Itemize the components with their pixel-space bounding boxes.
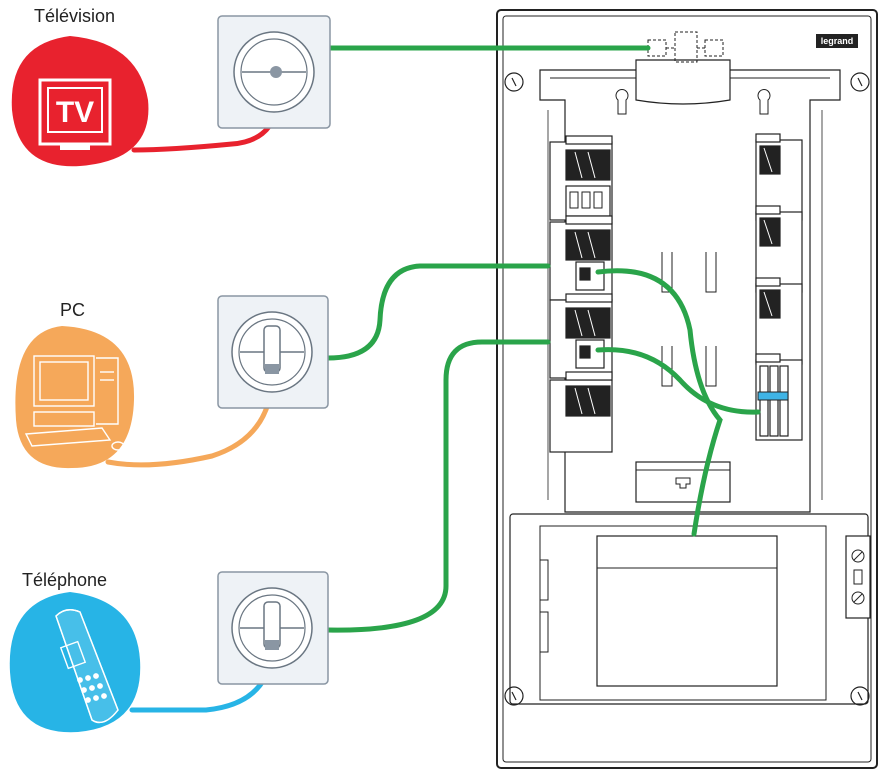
- pc-cable: [105, 379, 275, 468]
- module-column-right: [755, 133, 803, 441]
- computer-icon: [15, 326, 135, 469]
- tv-wall-socket: [217, 15, 331, 129]
- module-left-4: [549, 371, 613, 453]
- brand-logo: legrand: [816, 34, 858, 48]
- phone-network-cable: [325, 339, 551, 633]
- module-column-left: [549, 135, 613, 453]
- module-right-3: [755, 277, 803, 365]
- module-right-4-coax: [755, 353, 803, 441]
- television-label: Télévision: [34, 6, 115, 26]
- brand-logo-text: legrand: [821, 36, 854, 46]
- patch-cable-lower: [595, 347, 761, 415]
- phone-wall-socket: [217, 571, 329, 685]
- module-left-1: [549, 135, 613, 221]
- phone-icon: [9, 592, 141, 733]
- pc-wall-socket: [217, 295, 329, 409]
- tv-icon: TV: [11, 36, 149, 167]
- pc-network-cable: [325, 263, 551, 361]
- pc-label: PC: [60, 300, 85, 320]
- patch-cable-upper: [595, 268, 723, 537]
- module-left-3: [549, 293, 613, 379]
- telephone-label: Téléphone: [22, 570, 107, 590]
- module-left-2: [549, 215, 613, 301]
- tv-screen-label: TV: [56, 96, 94, 129]
